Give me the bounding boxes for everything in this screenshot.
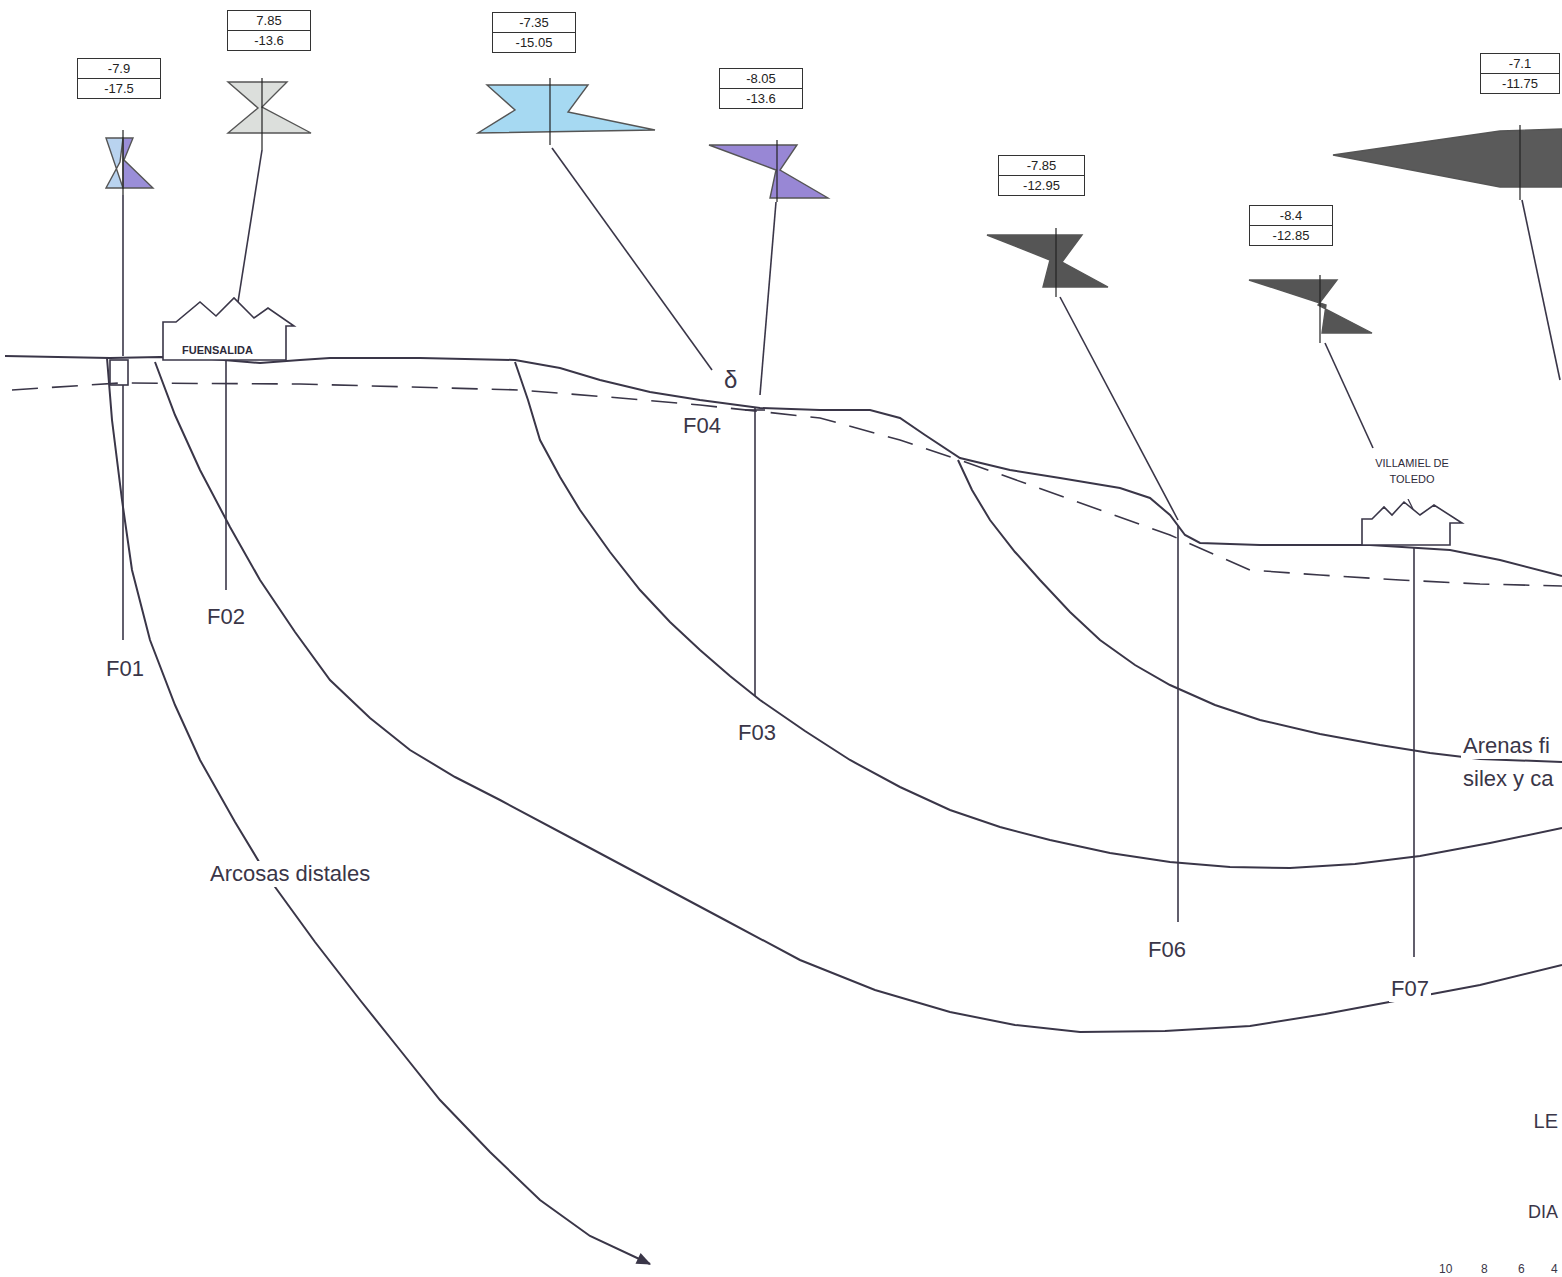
isotope-value: -8.4: [1250, 206, 1332, 226]
isotope-value: 7.85: [228, 11, 310, 31]
unit-label: Arenas fi: [1461, 733, 1552, 759]
well-label: F04: [681, 413, 723, 439]
glyph-axis: [122, 130, 123, 195]
well-label: F03: [736, 720, 778, 746]
isotope-glyph: [1249, 280, 1372, 333]
isotope-value: -15.05: [493, 33, 575, 52]
leader-line: [1522, 200, 1560, 380]
town-symbol: FUENSALIDA: [160, 296, 298, 362]
isotope-value: -12.95: [999, 176, 1084, 195]
leader-line: [1325, 343, 1373, 448]
town-name: FUENSALIDA: [182, 344, 253, 356]
glyph-axis: [549, 78, 550, 145]
isotope-value-box: -7.9-17.5: [77, 58, 161, 99]
isotope-value-box: 7.85-13.6: [227, 10, 311, 51]
legend-fragment: DIA: [1526, 1202, 1560, 1223]
town-name: VILLAMIEL DE TOLEDO: [1358, 455, 1466, 487]
unit-label: silex y ca: [1461, 766, 1555, 792]
stratum-boundary: [155, 362, 1562, 1032]
water-table: [12, 383, 1562, 586]
house-outline: [1358, 499, 1466, 547]
glyph-axis: [1519, 125, 1520, 200]
isotope-value: -8.05: [720, 69, 802, 89]
isotope-value-box: -8.4-12.85: [1249, 205, 1333, 246]
borehole: [1177, 525, 1179, 922]
pointer-line: [1408, 499, 1413, 509]
well-label: F02: [205, 604, 247, 630]
isotope-glyph: [1333, 129, 1562, 187]
leader-line: [122, 195, 124, 356]
well-casing: [110, 360, 128, 385]
isotope-value: -12.85: [1250, 226, 1332, 245]
glyph-axis: [776, 140, 777, 202]
isotope-glyph: [478, 85, 655, 133]
borehole: [754, 408, 756, 696]
isotope-glyph: [106, 138, 123, 188]
isotope-value: -7.85: [999, 156, 1084, 176]
scale-number: 8: [1479, 1262, 1490, 1276]
isotope-glyph: [123, 138, 153, 188]
well-label: F07: [1389, 976, 1431, 1002]
isotope-value: -17.5: [78, 79, 160, 98]
unit-label: Arcosas distales: [208, 861, 372, 887]
house-outline: [1362, 502, 1462, 545]
town-label: VILLAMIEL DE TOLEDO: [1358, 455, 1466, 547]
leader-line: [552, 148, 712, 370]
borehole: [122, 385, 124, 640]
symbol-label: δ: [722, 366, 739, 394]
well-label: F01: [104, 656, 146, 682]
glyph-axis: [1319, 275, 1320, 343]
isotope-value: -13.6: [720, 89, 802, 108]
isotope-value-box: -7.85-12.95: [998, 155, 1085, 196]
stratum-boundary: [515, 362, 1562, 868]
leader-line: [238, 150, 262, 302]
isotope-glyph: [987, 235, 1108, 287]
isotope-value-box: -7.35-15.05: [492, 12, 576, 53]
isotope-value-box: -7.1-11.75: [1480, 53, 1560, 94]
isotope-glyph: [709, 145, 828, 198]
house-outline: [163, 298, 294, 360]
fault-line: [107, 358, 650, 1264]
isotope-value: -13.6: [228, 31, 310, 50]
stratum-boundary: [958, 460, 1562, 762]
leader-line: [760, 202, 776, 395]
isotope-value: -11.75: [1481, 74, 1559, 93]
well-label: F06: [1146, 937, 1188, 963]
glyph-axis: [261, 78, 262, 150]
isotope-value: -7.35: [493, 13, 575, 33]
glyph-axis: [1055, 228, 1056, 297]
scale-number: 4: [1549, 1262, 1560, 1276]
borehole: [225, 360, 227, 590]
leader-line: [1060, 297, 1178, 520]
isotope-glyph: [228, 82, 311, 133]
scale-number: 10: [1437, 1262, 1454, 1276]
well-head-tick: [745, 409, 765, 411]
isotope-value-box: -8.05-13.6: [719, 68, 803, 109]
borehole: [1413, 548, 1415, 957]
isotope-value: -7.1: [1481, 54, 1559, 74]
isotope-value: -7.9: [78, 59, 160, 79]
scale-number: 6: [1516, 1262, 1527, 1276]
legend-fragment: LE: [1532, 1110, 1560, 1133]
